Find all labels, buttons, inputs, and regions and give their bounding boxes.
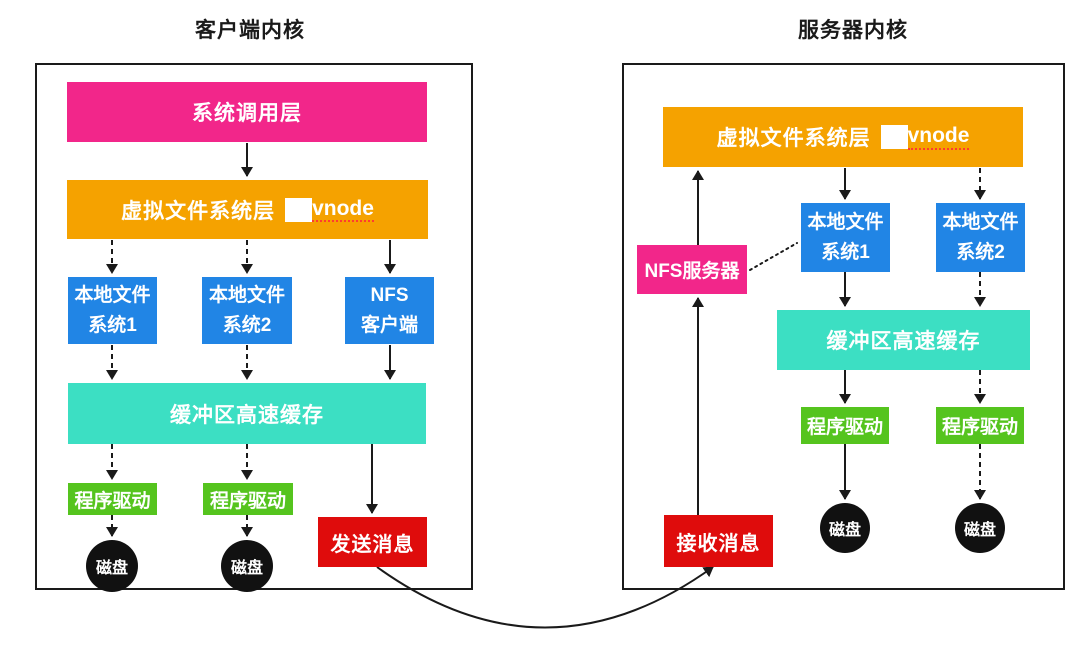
client-driver2-label: 程序驱动 xyxy=(209,490,286,512)
client-local-fs2-line2: 系统2 xyxy=(222,314,272,336)
server-receive-message-node: 接收消息 xyxy=(664,515,773,567)
vnode-label: vnode xyxy=(907,124,970,150)
server-vfs-layer-node: 虚拟文件系统层 vnode xyxy=(663,107,1023,167)
client-buffer-cache-node: 缓冲区高速缓存 xyxy=(68,383,426,444)
client-driver1-label: 程序驱动 xyxy=(74,490,151,512)
client-send-message-label: 发送消息 xyxy=(330,533,415,556)
server-disk2-label: 磁盘 xyxy=(963,522,996,539)
server-nfs-server-label: NFS服务器 xyxy=(644,261,740,282)
vnode-label: vnode xyxy=(312,197,374,223)
client-driver1-node: 程序驱动 xyxy=(68,483,157,515)
server-local-fs1-node: 本地文件 系统1 xyxy=(801,203,890,272)
server-driver2-node: 程序驱动 xyxy=(936,407,1024,444)
client-disk1-label: 磁盘 xyxy=(95,560,128,577)
server-driver1-label: 程序驱动 xyxy=(806,417,883,438)
server-kernel-title: 服务器内核 xyxy=(798,19,908,42)
client-disk2-label: 磁盘 xyxy=(230,560,263,577)
client-local-fs1-line2: 系统1 xyxy=(88,314,137,336)
client-kernel-title: 客户端内核 xyxy=(195,19,305,42)
client-disk2-node: 磁盘 xyxy=(221,540,273,592)
client-send-message-node: 发送消息 xyxy=(318,517,427,567)
client-syscall-layer-node: 系统调用层 xyxy=(67,82,427,142)
client-vfs-layer-node: 虚拟文件系统层 vnode xyxy=(67,180,428,239)
client-nfs-client-line2: 客户端 xyxy=(360,314,418,336)
server-driver1-node: 程序驱动 xyxy=(801,407,889,444)
client-nfs-client-node: NFS 客户端 xyxy=(345,277,434,344)
client-local-fs2-node: 本地文件 系统2 xyxy=(202,277,292,344)
server-receive-message-label: 接收消息 xyxy=(676,532,761,555)
server-local-fs2-node: 本地文件 系统2 xyxy=(936,203,1025,272)
server-driver2-label: 程序驱动 xyxy=(941,417,1018,438)
server-vfs-layer-label: 虚拟文件系统层 xyxy=(716,127,871,150)
vnode-square xyxy=(285,197,313,222)
server-buffer-cache-label: 缓冲区高速缓存 xyxy=(826,330,981,353)
client-vfs-layer-label: 虚拟文件系统层 xyxy=(121,199,276,223)
server-kernel-panel xyxy=(622,63,1065,590)
client-driver2-node: 程序驱动 xyxy=(203,483,293,515)
client-local-fs1-line1: 本地文件 xyxy=(74,285,151,307)
server-local-fs1-line1: 本地文件 xyxy=(807,212,884,234)
server-disk2-node: 磁盘 xyxy=(955,503,1005,553)
server-nfs-server-node: NFS服务器 xyxy=(637,245,747,294)
client-local-fs1-node: 本地文件 系统1 xyxy=(68,277,157,344)
server-disk1-node: 磁盘 xyxy=(820,503,870,553)
client-local-fs2-line1: 本地文件 xyxy=(208,285,285,307)
client-nfs-client-line1: NFS xyxy=(370,285,409,307)
server-local-fs2-line2: 系统2 xyxy=(956,241,1005,263)
client-syscall-layer-label: 系统调用层 xyxy=(192,102,302,125)
server-local-fs2-line1: 本地文件 xyxy=(942,212,1019,234)
vnode-square xyxy=(880,125,908,149)
server-disk1-label: 磁盘 xyxy=(828,522,861,539)
client-disk1-node: 磁盘 xyxy=(86,540,138,592)
client-buffer-cache-label: 缓冲区高速缓存 xyxy=(170,403,324,427)
server-buffer-cache-node: 缓冲区高速缓存 xyxy=(777,310,1030,370)
server-local-fs1-line2: 系统1 xyxy=(821,241,870,263)
